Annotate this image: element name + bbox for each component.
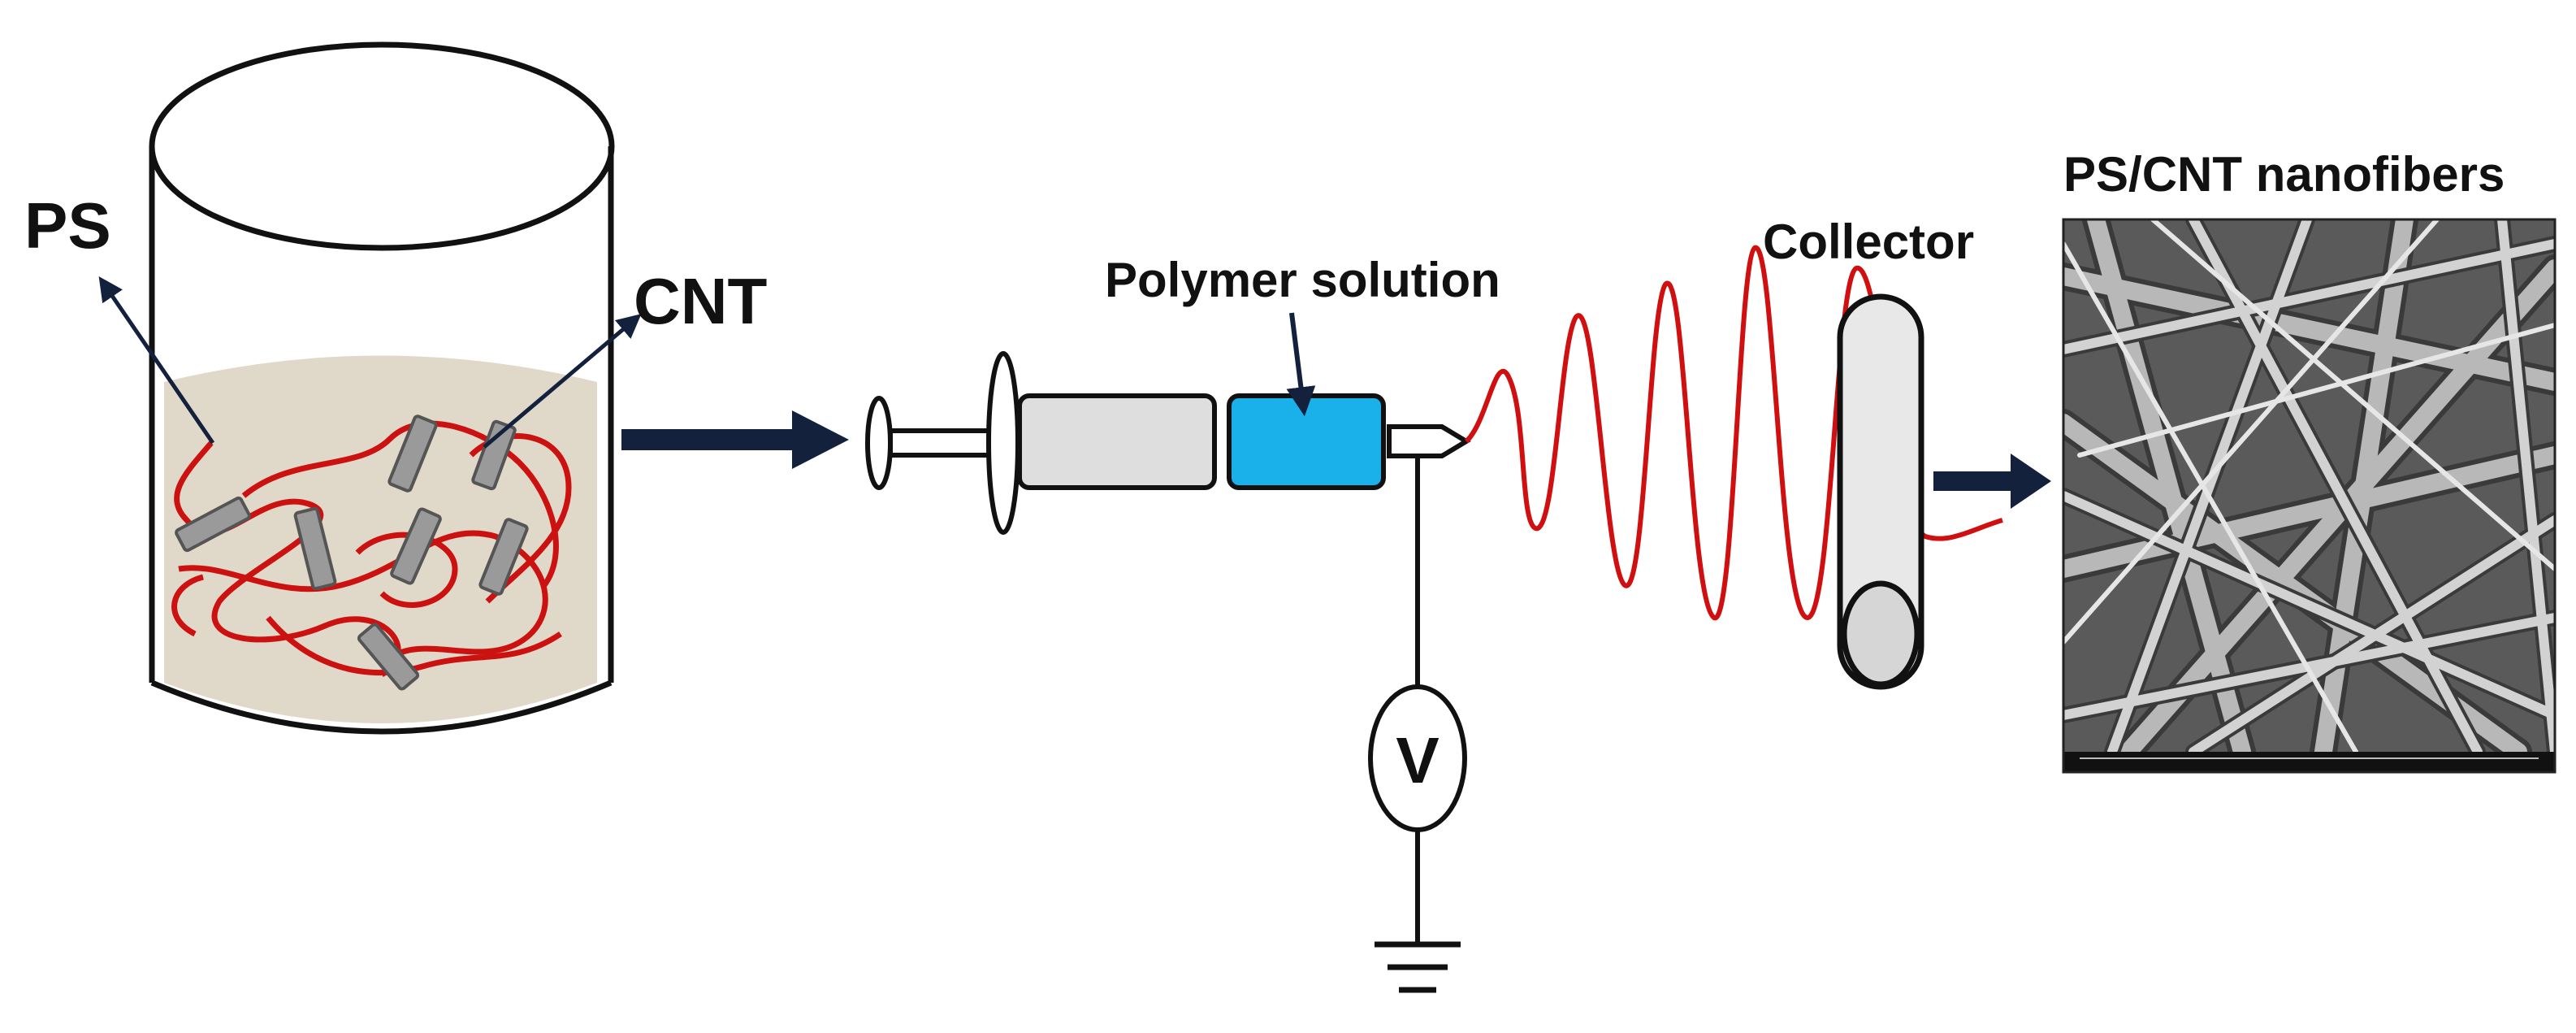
voltage-label: V: [1396, 724, 1439, 796]
cnt-label: CNT: [634, 265, 768, 337]
sem-image: [2062, 218, 2557, 774]
polymer-jet: [1464, 245, 2003, 621]
cnt-rod: [471, 419, 517, 491]
cnt-rod: [357, 623, 420, 691]
collector-label: Collector: [1763, 215, 1974, 269]
polymer-solution-pointer-arrow: [1286, 312, 1316, 417]
cnt-rod: [293, 506, 337, 591]
plunger-thumb: [865, 396, 893, 490]
plunger-rod: [888, 428, 1005, 458]
cnt-rod: [387, 415, 438, 493]
product-label: PS/CNT nanofibers: [2063, 147, 2505, 202]
ps-pointer-arrow: [98, 276, 215, 445]
cnt-rod: [175, 496, 251, 553]
syringe-flange: [986, 351, 1020, 535]
process-arrow-1: [621, 410, 849, 469]
cnt-pointer-arrow: [483, 314, 642, 449]
cnt-rod: [478, 518, 529, 596]
cnt-rods: [175, 415, 529, 691]
sem-info-bar: [2063, 752, 2555, 772]
polymer-chains: [171, 420, 572, 677]
syringe-barrel: [1017, 393, 1217, 490]
ps-label: PS: [24, 189, 111, 262]
polymer-solution-label: Polymer solution: [1105, 253, 1500, 307]
beaker: [98, 41, 642, 735]
polymer-solution-chamber: [1227, 393, 1386, 490]
process-arrow-2: [1933, 454, 2051, 509]
ground-icon: [1375, 941, 1461, 993]
syringe: [865, 351, 1471, 535]
beaker-rim: [149, 41, 615, 251]
collector-drum: [1837, 293, 1924, 690]
syringe-needle: [1387, 424, 1471, 458]
voltage-source-icon: V: [1368, 684, 1467, 832]
cnt-rod: [390, 507, 442, 585]
